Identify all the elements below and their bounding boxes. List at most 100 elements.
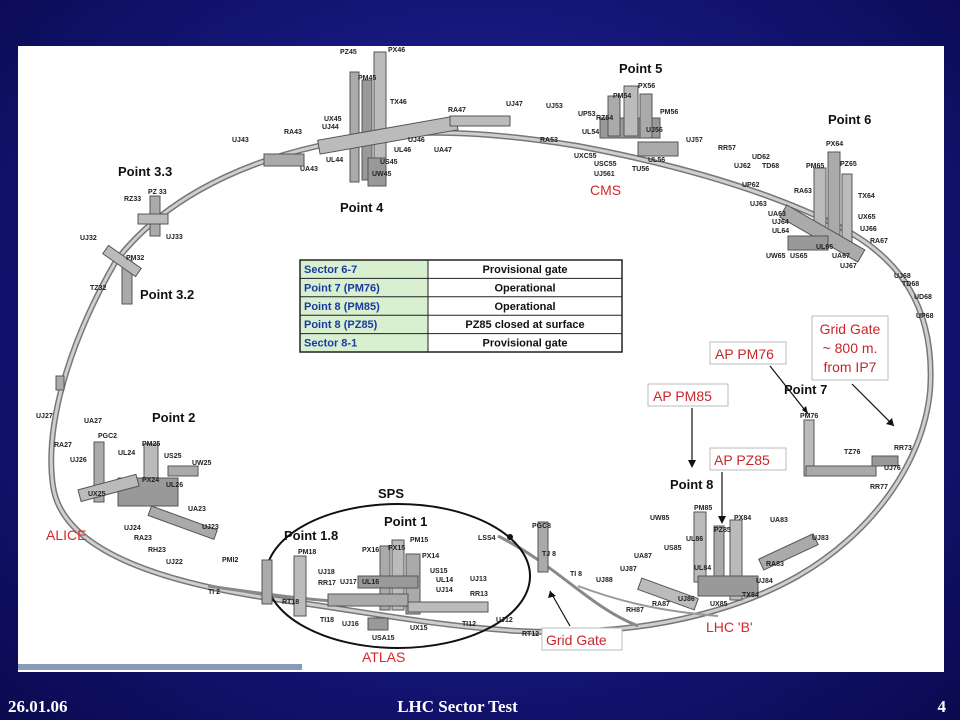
table-cell-operational-2: Operational: [494, 301, 555, 313]
table-cell-provisional-gate-1: Provisional gate: [483, 264, 568, 276]
svg-text:UJ17: UJ17: [340, 579, 357, 586]
svg-text:PM25: PM25: [142, 441, 160, 448]
svg-text:PX84: PX84: [734, 515, 751, 522]
svg-text:RA53: RA53: [540, 137, 558, 144]
svg-text:UJ88: UJ88: [596, 577, 613, 584]
atlas-label: ATLAS: [362, 649, 405, 665]
svg-text:UD68: UD68: [914, 294, 932, 301]
svg-text:PMI2: PMI2: [222, 557, 238, 564]
svg-text:UA47: UA47: [434, 147, 452, 154]
svg-text:UL66: UL66: [816, 244, 833, 251]
svg-text:RZ33: RZ33: [124, 196, 141, 203]
svg-text:PX14: PX14: [422, 553, 439, 560]
svg-text:UW25: UW25: [192, 460, 212, 467]
svg-text:UA23: UA23: [188, 506, 206, 513]
table-cell-point8-pm85: Point 8 (PM85): [304, 301, 380, 313]
svg-text:PZ 33: PZ 33: [148, 189, 167, 196]
svg-text:PM56: PM56: [660, 109, 678, 116]
svg-text:~ 800 m.: ~ 800 m.: [823, 340, 878, 356]
svg-text:UJ22: UJ22: [166, 559, 183, 566]
table-cell-provisional-gate-2: Provisional gate: [483, 338, 568, 350]
svg-text:UJ12: UJ12: [496, 617, 513, 624]
svg-text:UJ84: UJ84: [756, 578, 773, 585]
svg-text:AP PM76: AP PM76: [715, 346, 774, 362]
point-6-label: Point 6: [828, 112, 871, 127]
svg-text:UJ33: UJ33: [166, 234, 183, 241]
table-cell-point8-pz85: Point 8 (PZ85): [304, 319, 378, 331]
footer-date: 26.01.06: [8, 697, 68, 716]
svg-text:UA27: UA27: [84, 418, 102, 425]
svg-text:TI 2: TI 2: [208, 589, 220, 596]
svg-text:RZ54: RZ54: [596, 115, 613, 122]
point-8-label: Point 8: [670, 477, 713, 492]
point-7-label: Point 7: [784, 382, 827, 397]
svg-text:US15: US15: [430, 568, 448, 575]
svg-text:PM18: PM18: [298, 549, 316, 556]
legend-strip: [18, 664, 302, 670]
svg-text:PGC8: PGC8: [532, 523, 551, 530]
svg-text:TZ76: TZ76: [844, 449, 860, 456]
svg-text:UL54: UL54: [582, 129, 599, 136]
svg-text:PX15: PX15: [388, 545, 405, 552]
point-2-label: Point 2: [152, 410, 195, 425]
svg-text:RA83: RA83: [766, 561, 784, 568]
lhc-ring-inner: [49, 131, 933, 634]
svg-text:RA67: RA67: [870, 238, 888, 245]
svg-text:UJ24: UJ24: [124, 525, 141, 532]
svg-text:UP62: UP62: [742, 182, 760, 189]
svg-text:UX15: UX15: [410, 625, 428, 632]
svg-text:RR77: RR77: [870, 484, 888, 491]
svg-text:UJ561: UJ561: [594, 171, 615, 178]
svg-text:RA63: RA63: [794, 188, 812, 195]
diagram-panel: Sector 6-7 Provisional gate Point 7 (PM7…: [18, 46, 944, 672]
svg-text:UJ76: UJ76: [884, 465, 901, 472]
point-6-cluster: [779, 151, 866, 263]
svg-text:RH87: RH87: [626, 607, 644, 614]
point-1-cluster: [293, 534, 513, 631]
svg-text:TI 8: TI 8: [570, 571, 582, 578]
svg-text:UA87: UA87: [634, 553, 652, 560]
point-7-cluster: [803, 419, 899, 477]
footer-title: LHC Sector Test: [397, 697, 518, 716]
svg-text:UX45: UX45: [324, 116, 342, 123]
svg-text:PM54: PM54: [613, 93, 631, 100]
svg-text:PM32: PM32: [126, 255, 144, 262]
transfer-line-tj8: [577, 585, 719, 617]
svg-text:UJ63: UJ63: [750, 201, 767, 208]
svg-text:UL16: UL16: [362, 579, 379, 586]
svg-text:UL24: UL24: [118, 450, 135, 457]
svg-text:AP PM85: AP PM85: [653, 388, 712, 404]
svg-text:PZ85: PZ85: [714, 527, 731, 534]
svg-text:PX64: PX64: [826, 141, 843, 148]
svg-text:UJ43: UJ43: [232, 137, 249, 144]
svg-text:UD62: UD62: [752, 154, 770, 161]
alice-label: ALICE: [46, 527, 86, 543]
svg-text:US65: US65: [790, 253, 808, 260]
svg-text:UJ62: UJ62: [734, 163, 751, 170]
svg-text:UL56: UL56: [648, 157, 665, 164]
svg-text:RT12: RT12: [522, 631, 539, 638]
svg-text:UL46: UL46: [394, 147, 411, 154]
svg-text:UJ16: UJ16: [342, 621, 359, 628]
svg-text:from IP7: from IP7: [824, 359, 877, 375]
svg-text:UA63: UA63: [768, 211, 786, 218]
svg-text:UL64: UL64: [772, 228, 789, 235]
svg-text:PX46: PX46: [388, 47, 405, 54]
svg-text:UW65: UW65: [766, 253, 786, 260]
annotation-pz85: AP PZ85: [709, 447, 787, 524]
point-18-label: Point 1.8: [284, 528, 338, 543]
annotation-grid-gate-top: Grid Gate ~ 800 m. from IP7: [811, 315, 895, 427]
svg-text:UA83: UA83: [770, 517, 788, 524]
svg-text:UL86: UL86: [686, 536, 703, 543]
point-5-cluster: [599, 85, 679, 157]
point-2-cluster: [77, 441, 273, 605]
svg-text:TD68: TD68: [902, 281, 919, 288]
svg-text:USC55: USC55: [594, 161, 617, 168]
svg-text:TU56: TU56: [632, 166, 649, 173]
cms-label: CMS: [590, 182, 621, 198]
svg-text:UJ46: UJ46: [408, 137, 425, 144]
svg-text:TI12: TI12: [462, 621, 476, 628]
svg-text:UJ66: UJ66: [860, 226, 877, 233]
footer-page-number: 4: [937, 697, 947, 716]
svg-text:UJ23: UJ23: [202, 524, 219, 531]
